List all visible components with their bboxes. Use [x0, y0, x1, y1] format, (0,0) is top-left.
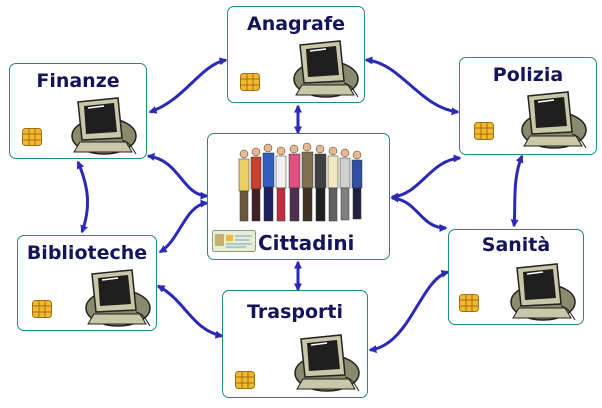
computer-terminal-icon	[510, 263, 576, 321]
connector-arrows	[76, 56, 524, 354]
citizens-group-icon	[238, 142, 363, 222]
node-finanze[interactable]: Finanze	[9, 63, 147, 159]
arrow-anagrafe-polizia	[364, 56, 460, 116]
node-biblioteche-label: Biblioteche	[26, 242, 148, 264]
arrow-finanze-biblioteche	[76, 160, 90, 234]
arrow-polizia-cittadini	[390, 154, 462, 201]
arrow-polizia-sanita	[510, 154, 524, 228]
node-finanze-label: Finanze	[36, 70, 120, 92]
arrow-sanita-cittadini	[390, 194, 448, 232]
smart-card-chip-icon	[22, 128, 42, 146]
node-polizia[interactable]: Polizia	[459, 57, 597, 155]
node-biblioteche[interactable]: Biblioteche	[17, 235, 157, 331]
computer-terminal-icon	[294, 334, 360, 392]
node-cittadini[interactable]: Cittadini	[207, 133, 390, 260]
arrow-finanze-anagrafe	[148, 57, 228, 114]
node-trasporti[interactable]: Trasporti	[222, 290, 368, 398]
node-cittadini-label: Cittadini	[258, 231, 355, 255]
node-sanita[interactable]: Sanità	[448, 229, 584, 325]
smart-card-chip-icon	[459, 294, 479, 312]
smart-card-chip-icon	[32, 300, 52, 318]
arrow-biblioteche-trasporti	[156, 284, 224, 339]
computer-terminal-icon	[521, 91, 587, 149]
node-sanita-label: Sanità	[481, 234, 551, 256]
node-polizia-label: Polizia	[492, 64, 564, 86]
node-trasporti-label: Trasporti	[247, 301, 343, 323]
id-card-icon	[212, 230, 256, 252]
node-anagrafe-label: Anagrafe	[247, 13, 345, 35]
arrow-trasporti-sanita	[368, 269, 450, 354]
smart-card-chip-icon	[474, 122, 494, 140]
computer-terminal-icon	[85, 269, 151, 327]
computer-terminal-icon	[293, 40, 359, 98]
arrow-biblioteche-cittadini	[158, 199, 209, 254]
node-anagrafe[interactable]: Anagrafe	[227, 6, 365, 103]
smart-card-chip-icon	[235, 371, 255, 389]
arrow-finanze-cittadini	[146, 152, 209, 200]
smart-card-chip-icon	[240, 73, 260, 91]
computer-terminal-icon	[71, 97, 137, 155]
